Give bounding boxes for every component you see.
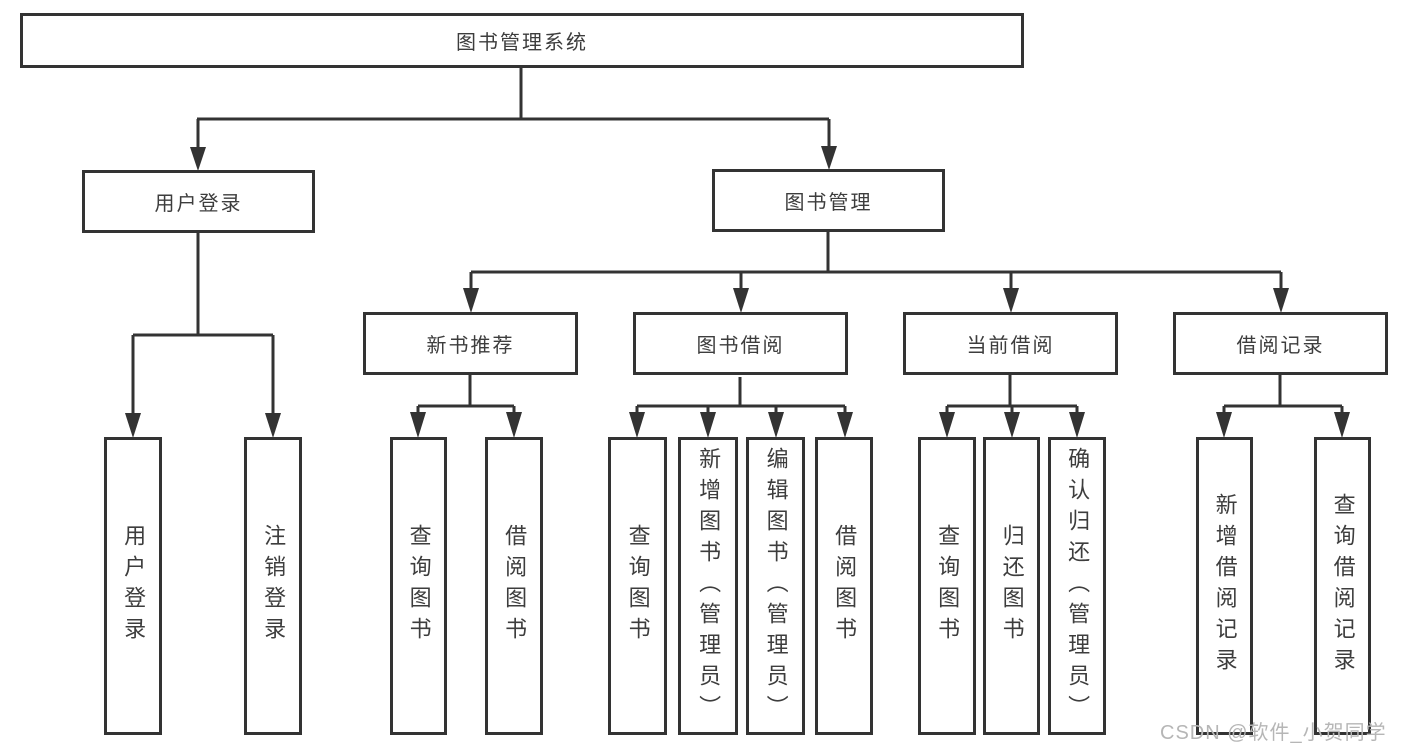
leaf-query-books-current: 查询图书 <box>918 437 976 735</box>
leaf-label: 新增借阅记录 <box>1212 493 1238 679</box>
leaf-add-borrow-record: 新增借阅记录 <box>1196 437 1253 735</box>
leaf-label: 查询图书 <box>406 524 432 648</box>
node-book-borrow: 图书借阅 <box>633 312 848 375</box>
leaf-label: 归还图书 <box>999 524 1025 648</box>
leaf-label: 注销登录 <box>261 524 287 648</box>
node-book-management: 图书管理 <box>712 169 945 232</box>
leaf-query-books-recommend: 查询图书 <box>390 437 447 735</box>
leaf-user-login: 用户登录 <box>104 437 162 735</box>
node-label: 图书借阅 <box>696 335 785 357</box>
node-user-login: 用户登录 <box>82 170 315 233</box>
leaf-label: 编辑图书（管理员） <box>763 446 789 726</box>
watermark: CSDN @软件_小贺同学 <box>1160 722 1387 744</box>
leaf-label: 确认归还（管理员） <box>1065 446 1091 726</box>
leaf-return-book: 归还图书 <box>983 437 1040 735</box>
node-root: 图书管理系统 <box>20 13 1024 68</box>
leaf-label: 用户登录 <box>121 524 147 648</box>
leaf-label: 新增图书（管理员） <box>696 446 722 726</box>
leaf-query-borrow-record: 查询借阅记录 <box>1314 437 1371 735</box>
leaf-query-books-borrow: 查询图书 <box>608 437 667 735</box>
node-borrow-records: 借阅记录 <box>1173 312 1388 375</box>
leaf-label: 借阅图书 <box>502 524 528 648</box>
leaf-label: 查询图书 <box>935 524 961 648</box>
leaf-edit-book-admin: 编辑图书（管理员） <box>746 437 805 735</box>
node-label: 图书管理 <box>784 192 873 214</box>
leaf-label: 查询图书 <box>625 524 651 648</box>
node-label: 用户登录 <box>154 193 243 215</box>
leaf-borrow-books-recommend: 借阅图书 <box>485 437 543 735</box>
node-label: 图书管理系统 <box>456 32 588 54</box>
leaf-label: 借阅图书 <box>832 524 858 648</box>
leaf-label: 查询借阅记录 <box>1330 493 1356 679</box>
node-current-borrow: 当前借阅 <box>903 312 1118 375</box>
node-label: 新书推荐 <box>426 335 515 357</box>
leaf-logout: 注销登录 <box>244 437 302 735</box>
leaf-confirm-return-admin: 确认归还（管理员） <box>1048 437 1106 735</box>
node-label: 借阅记录 <box>1236 335 1325 357</box>
node-label: 当前借阅 <box>966 335 1055 357</box>
leaf-borrow-books: 借阅图书 <box>815 437 873 735</box>
leaf-add-book-admin: 新增图书（管理员） <box>678 437 738 735</box>
node-new-book-recommend: 新书推荐 <box>363 312 578 375</box>
